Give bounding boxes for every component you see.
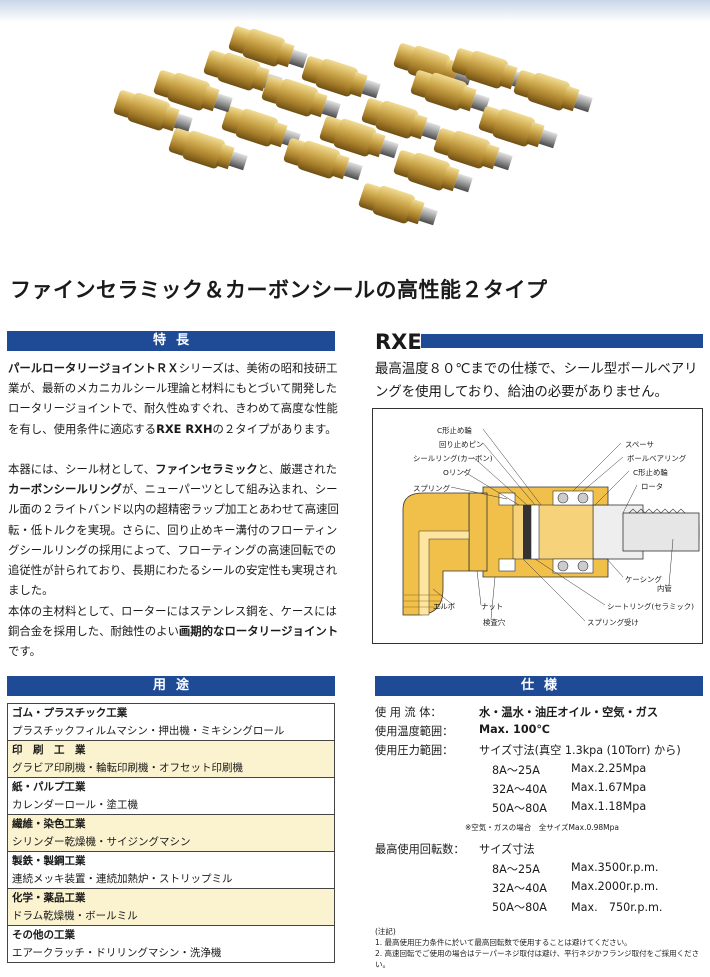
cross-section-drawing <box>402 428 700 622</box>
note-1: 1. 最高使用圧力条件に於いて最高回転数で使用することは避けてください。 <box>375 938 632 947</box>
label-inner-pipe: 内管 <box>657 584 672 593</box>
note-2: 2. 高速回転でご使用の場合はテーパーネジ取付は避け、平行ネジかフランジ取付をご… <box>375 949 700 969</box>
label-spacer: スペーサ <box>625 440 654 449</box>
label-elbow: エルボ <box>433 602 456 611</box>
label-nut: ナット <box>481 602 504 611</box>
label-casing: ケーシング <box>625 575 662 584</box>
features-paragraph-2: 本器には、シール材として、ファインセラミックと、厳選されたカーボンシールリングが… <box>8 462 339 598</box>
label-spring: スプリング <box>413 484 450 493</box>
rxe-description: 最高温度８０℃までの仕様で、シール型ボールベアリングを使用しており、給油の必要が… <box>375 362 698 400</box>
use-applications: ドラム乾燥機・ボールミル <box>8 907 334 925</box>
use-applications: カレンダーロール・塗工機 <box>12 799 138 811</box>
use-industry: 製鉄・製鋼工業 <box>12 855 86 867</box>
rxe-title: RXE <box>375 330 422 354</box>
use-industry: ゴム・プラスチック工業 <box>12 707 128 719</box>
use-industry: 印 刷 工 業 <box>8 741 334 759</box>
label-seat-ring: シートリング(セラミック) <box>607 602 695 611</box>
use-applications: 連続メッキ装置・連続加熱炉・ストリップミル <box>12 873 233 885</box>
use-row: 紙・パルプ工業カレンダーロール・塗工機 <box>8 778 334 815</box>
use-row: ゴム・プラスチック工業プラスチックフィルムマシン・押出機・ミキシングロール <box>8 704 334 741</box>
spec-pressure-note: ※空気・ガスの場合 全サイズMax.0.98Mpa <box>465 823 619 832</box>
product-photo <box>0 0 710 250</box>
label-spring-seat: スプリング受け <box>587 618 639 627</box>
use-applications: エアークラッチ・ドリリングマシン・洗浄機 <box>12 947 222 959</box>
features-header: 特長 <box>7 331 335 351</box>
use-row: その他の工業エアークラッチ・ドリリングマシン・洗浄機 <box>8 926 334 962</box>
use-row: 製鉄・製鋼工業連続メッキ装置・連続加熱炉・ストリップミル <box>8 852 334 889</box>
use-applications: シリンダー乾燥機・サイジングマシン <box>8 833 334 851</box>
rotary-joint-photo <box>357 179 441 233</box>
use-industry: その他の工業 <box>12 929 75 941</box>
features-paragraph-1: パールロータリージョイントＲＸシリーズは、美術の昭和技研工業が、最新のメカニカル… <box>8 361 338 436</box>
uses-header: 用途 <box>7 676 335 696</box>
use-applications: グラビア印刷機・輪転印刷機・オフセット印刷機 <box>8 759 334 777</box>
label-anti-rotation-pin: 回り止めピン <box>439 440 484 449</box>
use-row: 繊維・染色工業シリンダー乾燥機・サイジングマシン <box>8 815 334 852</box>
label-rotor: ロータ <box>641 482 664 491</box>
notes-title: (注記) <box>375 927 396 936</box>
label-o-ring: Oリング <box>443 468 471 477</box>
label-ball-bearing: ボールベアリング <box>627 454 687 463</box>
rotary-joints-image <box>112 22 596 233</box>
features-paragraph-3: 本体の主材料として、ローターにはステンレス鋼を、ケースには銅合金を採用した、耐蝕… <box>8 604 339 659</box>
label-inspection-hole: 検査穴 <box>483 618 506 627</box>
label-c-ring-right: C形止め輪 <box>633 468 668 477</box>
uses-table: ゴム・プラスチック工業プラスチックフィルムマシン・押出機・ミキシングロール印 刷… <box>7 703 335 963</box>
rxe-cross-section-diagram: C形止め輪 回り止めピン シールリング(カーボン) Oリング スプリング スペー… <box>372 408 703 644</box>
label-c-ring-top: C形止め輪 <box>437 426 472 435</box>
use-industry: 化学・薬品工業 <box>8 889 334 907</box>
spec-header: 仕様 <box>375 676 703 696</box>
use-industry: 紙・パルプ工業 <box>12 781 86 793</box>
use-applications: プラスチックフィルムマシン・押出機・ミキシングロール <box>12 725 285 737</box>
spec-notes: (注記) 1. 最高使用圧力条件に於いて最高回転数で使用することは避けてください… <box>375 926 705 970</box>
use-row: 印 刷 工 業グラビア印刷機・輪転印刷機・オフセット印刷機 <box>8 741 334 778</box>
page-title: ファインセラミック＆カーボンシールの高性能２タイプ <box>10 278 548 302</box>
rotary-joint-photo <box>512 66 596 120</box>
label-seal-ring: シールリング(カーボン) <box>413 454 493 463</box>
use-row: 化学・薬品工業ドラム乾燥機・ボールミル <box>8 889 334 926</box>
use-industry: 繊維・染色工業 <box>8 815 334 833</box>
